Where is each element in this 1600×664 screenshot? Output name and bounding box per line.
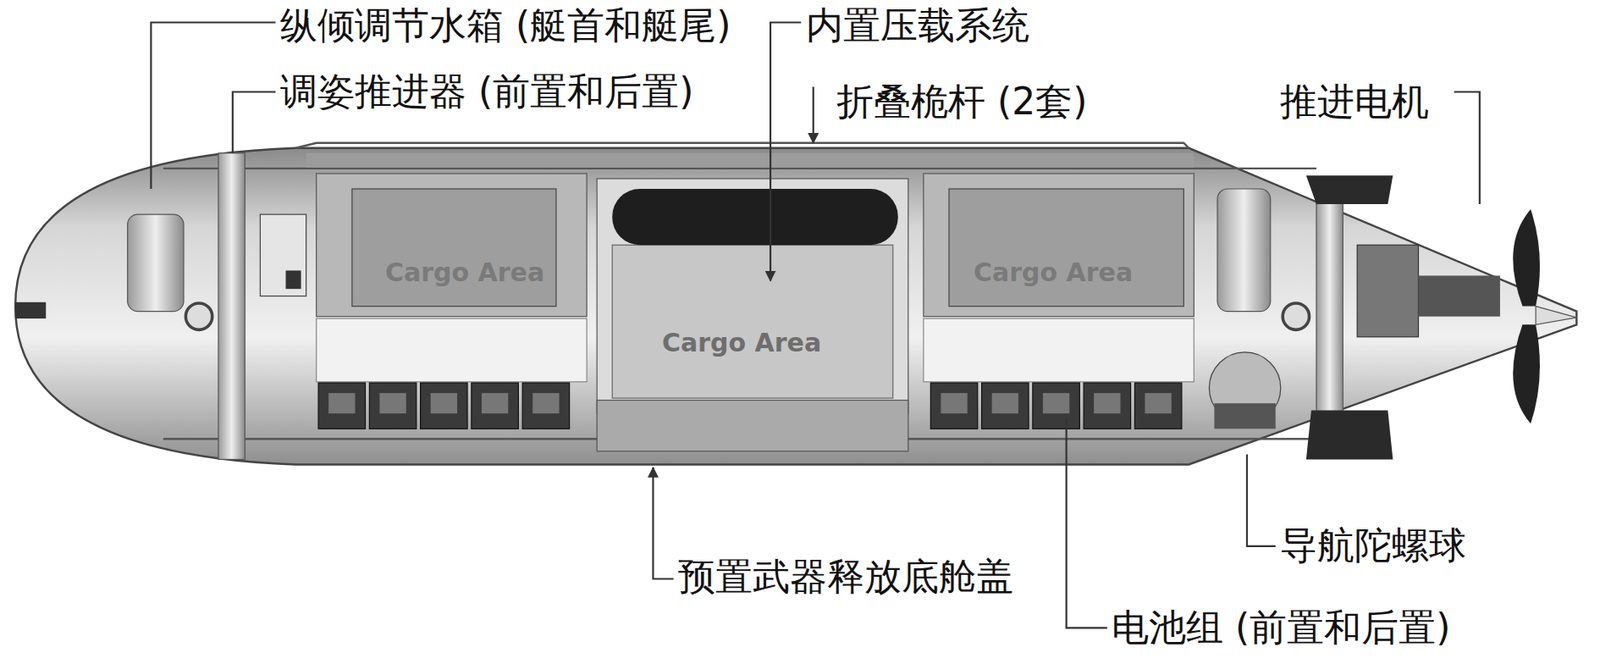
callout-label: 导航陀螺球	[1280, 524, 1467, 566]
callout-label: 推进电机	[1280, 81, 1429, 122]
callout-label: 折叠桅杆 (2套)	[836, 81, 1087, 122]
area-label: Cargo Area	[662, 328, 822, 357]
callout-label: 预置武器释放底舱盖	[678, 556, 1014, 597]
area-label: Cargo Area	[385, 258, 545, 287]
callout-label: 调姿推进器 (前置和后置)	[280, 71, 694, 112]
area-label: Cargo Area	[973, 258, 1133, 287]
callout-label: 内置压载系统	[805, 5, 1030, 46]
callout-label: 纵倾调节水箱 (艇首和艇尾)	[280, 5, 731, 46]
callout-label: 电池组 (前置和后置)	[1111, 606, 1451, 648]
